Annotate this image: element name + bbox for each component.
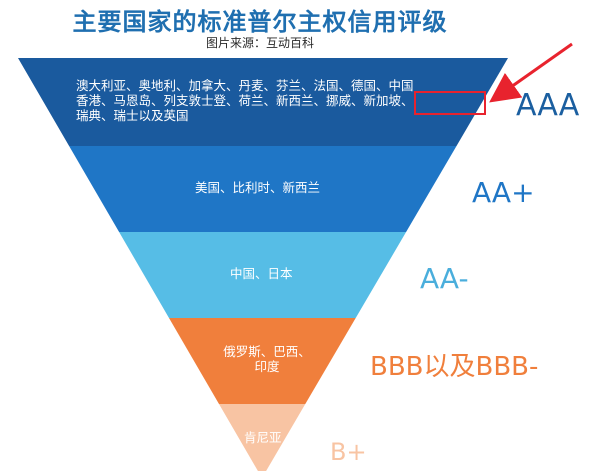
highlight-box-singapore [414, 91, 486, 115]
rating-bbb-label: BBB以及BBB- [370, 352, 539, 382]
tier-aaa-line-3: 瑞典、瑞士以及英国 [76, 108, 189, 123]
rating-aa-plus-label: AA+ [472, 176, 535, 209]
rating-aa-minus-label: AA- [420, 262, 469, 295]
rating-b-plus-label: B+ [330, 438, 367, 466]
tier-band-bbb [169, 318, 356, 404]
tier-band-aa-minus [119, 232, 407, 318]
tier-aaa-line-1: 澳大利亚、奥地利、加拿大、丹麦、芬兰、法国、德国、中国 [76, 78, 414, 93]
tier-aaa-countries: 澳大利亚、奥地利、加拿大、丹麦、芬兰、法国、德国、中国 香港、马恩岛、列支敦士登… [76, 78, 496, 123]
tier-bbb-line-1: 俄罗斯、巴西、 [223, 344, 311, 359]
tier-bbb-countries: 俄罗斯、巴西、 印度 [222, 344, 312, 374]
tier-band-aa-plus [69, 146, 457, 232]
diagram-subtitle: 图片来源：互动百科 [205, 36, 314, 50]
tier-aa-plus-countries: 美国、比利时、新西兰 [195, 180, 321, 195]
pointer-arrow [489, 42, 573, 103]
tier-bbb-line-2: 印度 [254, 359, 280, 374]
tier-aa-minus-countries: 中国、日本 [230, 266, 293, 281]
tier-band-b-plus [219, 404, 306, 471]
diagram-title: 主要国家的标准普尔主权信用评级 [72, 8, 448, 36]
tier-aaa-line-2: 香港、马恩岛、列支敦士登、荷兰、新西兰、挪威、新加坡、 [76, 93, 414, 108]
rating-aaa-label: AAA [516, 88, 580, 123]
tier-band-aaa [18, 58, 508, 146]
tier-b-plus-countries: 肯尼亚 [244, 430, 282, 445]
